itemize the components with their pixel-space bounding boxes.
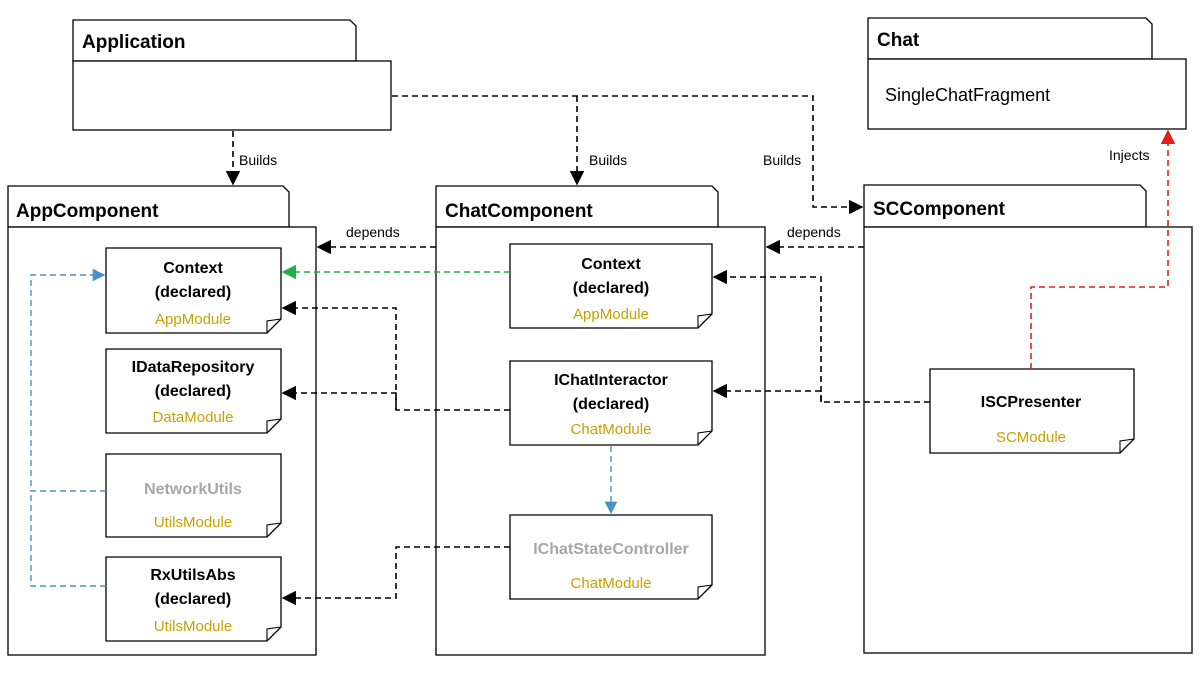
edge-interactor-to-app-context bbox=[281, 300, 397, 410]
box-ichat-interactor-name: IChatInteractor bbox=[554, 372, 668, 389]
edge-networkutils-to-context bbox=[30, 268, 106, 492]
edge-label-depends-chat: depends bbox=[346, 224, 400, 240]
box-ichat-state-controller-name: IChatStateController bbox=[533, 541, 689, 558]
package-app-component-title: AppComponent bbox=[16, 201, 159, 222]
package-sc-component-title: SCComponent bbox=[873, 199, 1006, 220]
box-rx-utils-abs: RxUtilsAbs (declared) UtilsModule bbox=[105, 556, 282, 642]
box-app-context-name: Context bbox=[163, 260, 223, 277]
box-app-context-module: AppModule bbox=[155, 311, 231, 328]
package-chat-component-title: ChatComponent bbox=[445, 201, 593, 222]
box-idata-repository: IDataRepository (declared) DataModule bbox=[105, 348, 282, 434]
edge-injects bbox=[1030, 129, 1176, 369]
box-chat-context-declared: (declared) bbox=[573, 280, 649, 297]
edge-label-depends-sc: depends bbox=[787, 224, 841, 240]
box-rx-utils-abs-name: RxUtilsAbs bbox=[150, 567, 235, 584]
edge-builds-chat-sc-trunk bbox=[392, 95, 864, 215]
edge-state-controller-to-rxutils bbox=[281, 546, 510, 606]
box-ichat-interactor-declared: (declared) bbox=[573, 396, 649, 413]
edge-rxutils-to-context bbox=[30, 491, 106, 587]
box-ichat-state-controller-module: ChatModule bbox=[571, 575, 652, 592]
box-rx-utils-abs-declared: (declared) bbox=[155, 591, 231, 608]
box-ichat-state-controller: IChatStateController ChatModule bbox=[509, 514, 713, 600]
box-rx-utils-abs-module: UtilsModule bbox=[154, 618, 232, 635]
box-isc-presenter: ISCPresenter SCModule bbox=[929, 368, 1135, 454]
box-network-utils: NetworkUtils UtilsModule bbox=[105, 453, 282, 538]
box-chat-context: Context (declared) AppModule bbox=[509, 243, 713, 329]
edge-presenter-to-chat-context bbox=[712, 269, 822, 402]
box-isc-presenter-module: SCModule bbox=[996, 429, 1066, 446]
package-sc-component: SCComponent bbox=[863, 184, 1193, 654]
single-chat-fragment-label: SingleChatFragment bbox=[885, 85, 1050, 105]
package-chat-title: Chat bbox=[877, 30, 920, 51]
box-idata-repository-declared: (declared) bbox=[155, 383, 231, 400]
package-application-title: Application bbox=[82, 32, 185, 53]
box-isc-presenter-name: ISCPresenter bbox=[981, 394, 1082, 411]
box-ichat-interactor: IChatInteractor (declared) ChatModule bbox=[509, 360, 713, 446]
box-idata-repository-name: IDataRepository bbox=[132, 359, 255, 376]
package-application: Application bbox=[72, 19, 392, 131]
box-app-context: Context (declared) AppModule bbox=[105, 247, 282, 334]
edge-label-builds-sc: Builds bbox=[763, 152, 801, 168]
edge-interactor-to-repository bbox=[281, 385, 510, 411]
box-chat-context-name: Context bbox=[581, 256, 641, 273]
box-network-utils-name: NetworkUtils bbox=[144, 481, 242, 498]
package-chat: Chat SingleChatFragment bbox=[867, 17, 1187, 130]
box-idata-repository-module: DataModule bbox=[153, 409, 234, 426]
box-ichat-interactor-module: ChatModule bbox=[571, 421, 652, 438]
edge-label-builds-chat: Builds bbox=[589, 152, 627, 168]
edge-label-builds-app: Builds bbox=[239, 152, 277, 168]
edge-label-injects: Injects bbox=[1109, 147, 1149, 163]
box-chat-context-module: AppModule bbox=[573, 306, 649, 323]
box-network-utils-module: UtilsModule bbox=[154, 514, 232, 531]
box-app-context-declared: (declared) bbox=[155, 284, 231, 301]
